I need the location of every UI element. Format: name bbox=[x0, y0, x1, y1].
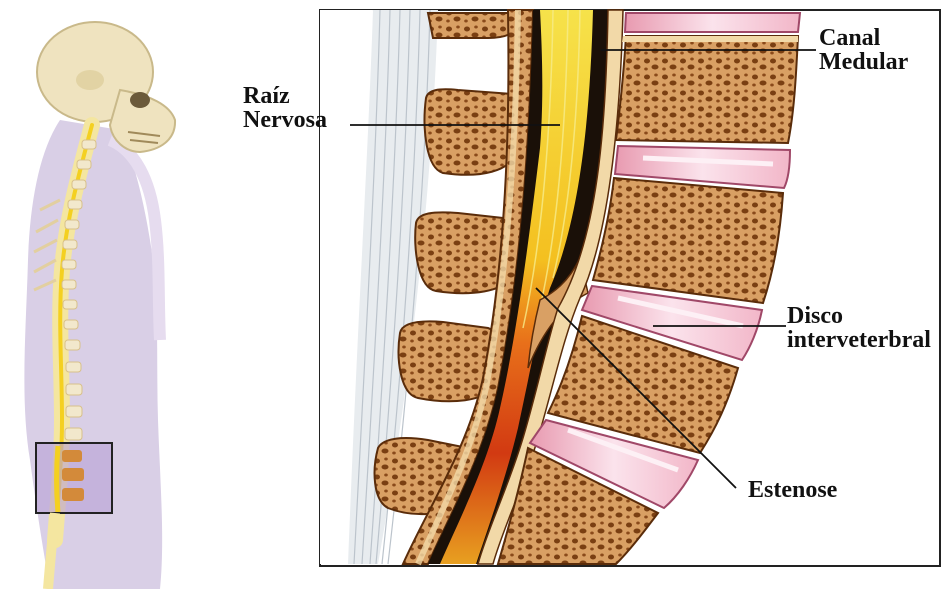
label-canal-medular: Canal Medular bbox=[819, 26, 908, 74]
label-raiz: Raíz Nervosa bbox=[243, 84, 327, 132]
label-disco-interveterbral: Disco interveterbral bbox=[787, 304, 931, 352]
label-estenose-text: Estenose bbox=[748, 478, 837, 502]
label-raiz-line2: Nervosa bbox=[243, 108, 327, 132]
label-disco-line1: Disco bbox=[787, 304, 931, 328]
spine-cross-section-illustration bbox=[318, 8, 944, 568]
label-canal-line2: Medular bbox=[819, 50, 908, 74]
label-canal-line1: Canal bbox=[819, 26, 908, 50]
body-silhouette bbox=[24, 120, 162, 589]
label-estenose: Estenose bbox=[748, 478, 837, 502]
spine-cross-section bbox=[318, 8, 944, 568]
label-disco-line2: interveterbral bbox=[787, 328, 931, 352]
label-raiz-line1: Raíz bbox=[243, 84, 327, 108]
lumbar-highlight-box bbox=[36, 443, 112, 513]
